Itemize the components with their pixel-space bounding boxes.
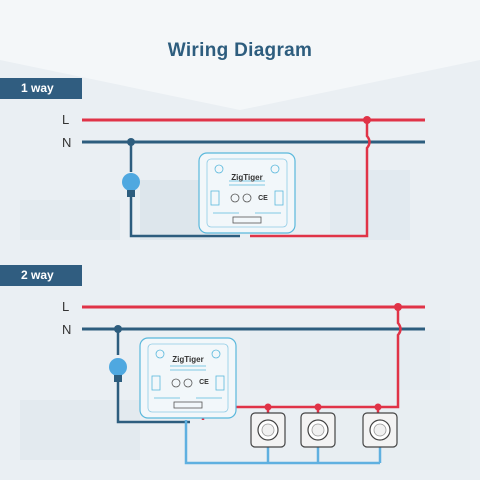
wire-label-n-1: N: [62, 135, 72, 150]
section-tag-2-way: 2 way: [0, 265, 82, 286]
wire-label-l-1: L: [62, 112, 70, 127]
ce-mark-1: CE: [258, 195, 268, 202]
aux-junction-2: [314, 403, 322, 411]
device-brand-2: ZigTiger: [172, 355, 203, 364]
aux-switch-3: [362, 412, 398, 448]
diagram-title: Wiring Diagram: [167, 40, 313, 61]
dimmer-module-1: [198, 152, 296, 234]
ce-mark-2: CE: [199, 379, 209, 386]
live-drop-2: [201, 307, 402, 420]
aux-switch-1: [250, 412, 286, 448]
traveler-wire: [184, 420, 382, 465]
wire-label-n-2: N: [62, 322, 72, 337]
section-2-way: ZigTiger CE: [82, 303, 425, 465]
live-drop-1: [250, 120, 371, 238]
load-wire-1: [129, 195, 240, 238]
load-wire-2: [116, 380, 190, 424]
section-1-way: ZigTiger CE: [82, 116, 425, 238]
aux-switch-2: [300, 412, 336, 448]
aux-junction-1: [264, 403, 272, 411]
dimmer-module-2: [139, 337, 237, 419]
aux-junction-3: [374, 403, 382, 411]
light-bulb-icon: [122, 173, 140, 197]
device-brand-1: ZigTiger: [231, 173, 262, 182]
section-tag-1-way: 1 way: [0, 78, 82, 99]
wire-label-l-2: L: [62, 299, 70, 314]
light-bulb-icon-2: [109, 358, 127, 382]
